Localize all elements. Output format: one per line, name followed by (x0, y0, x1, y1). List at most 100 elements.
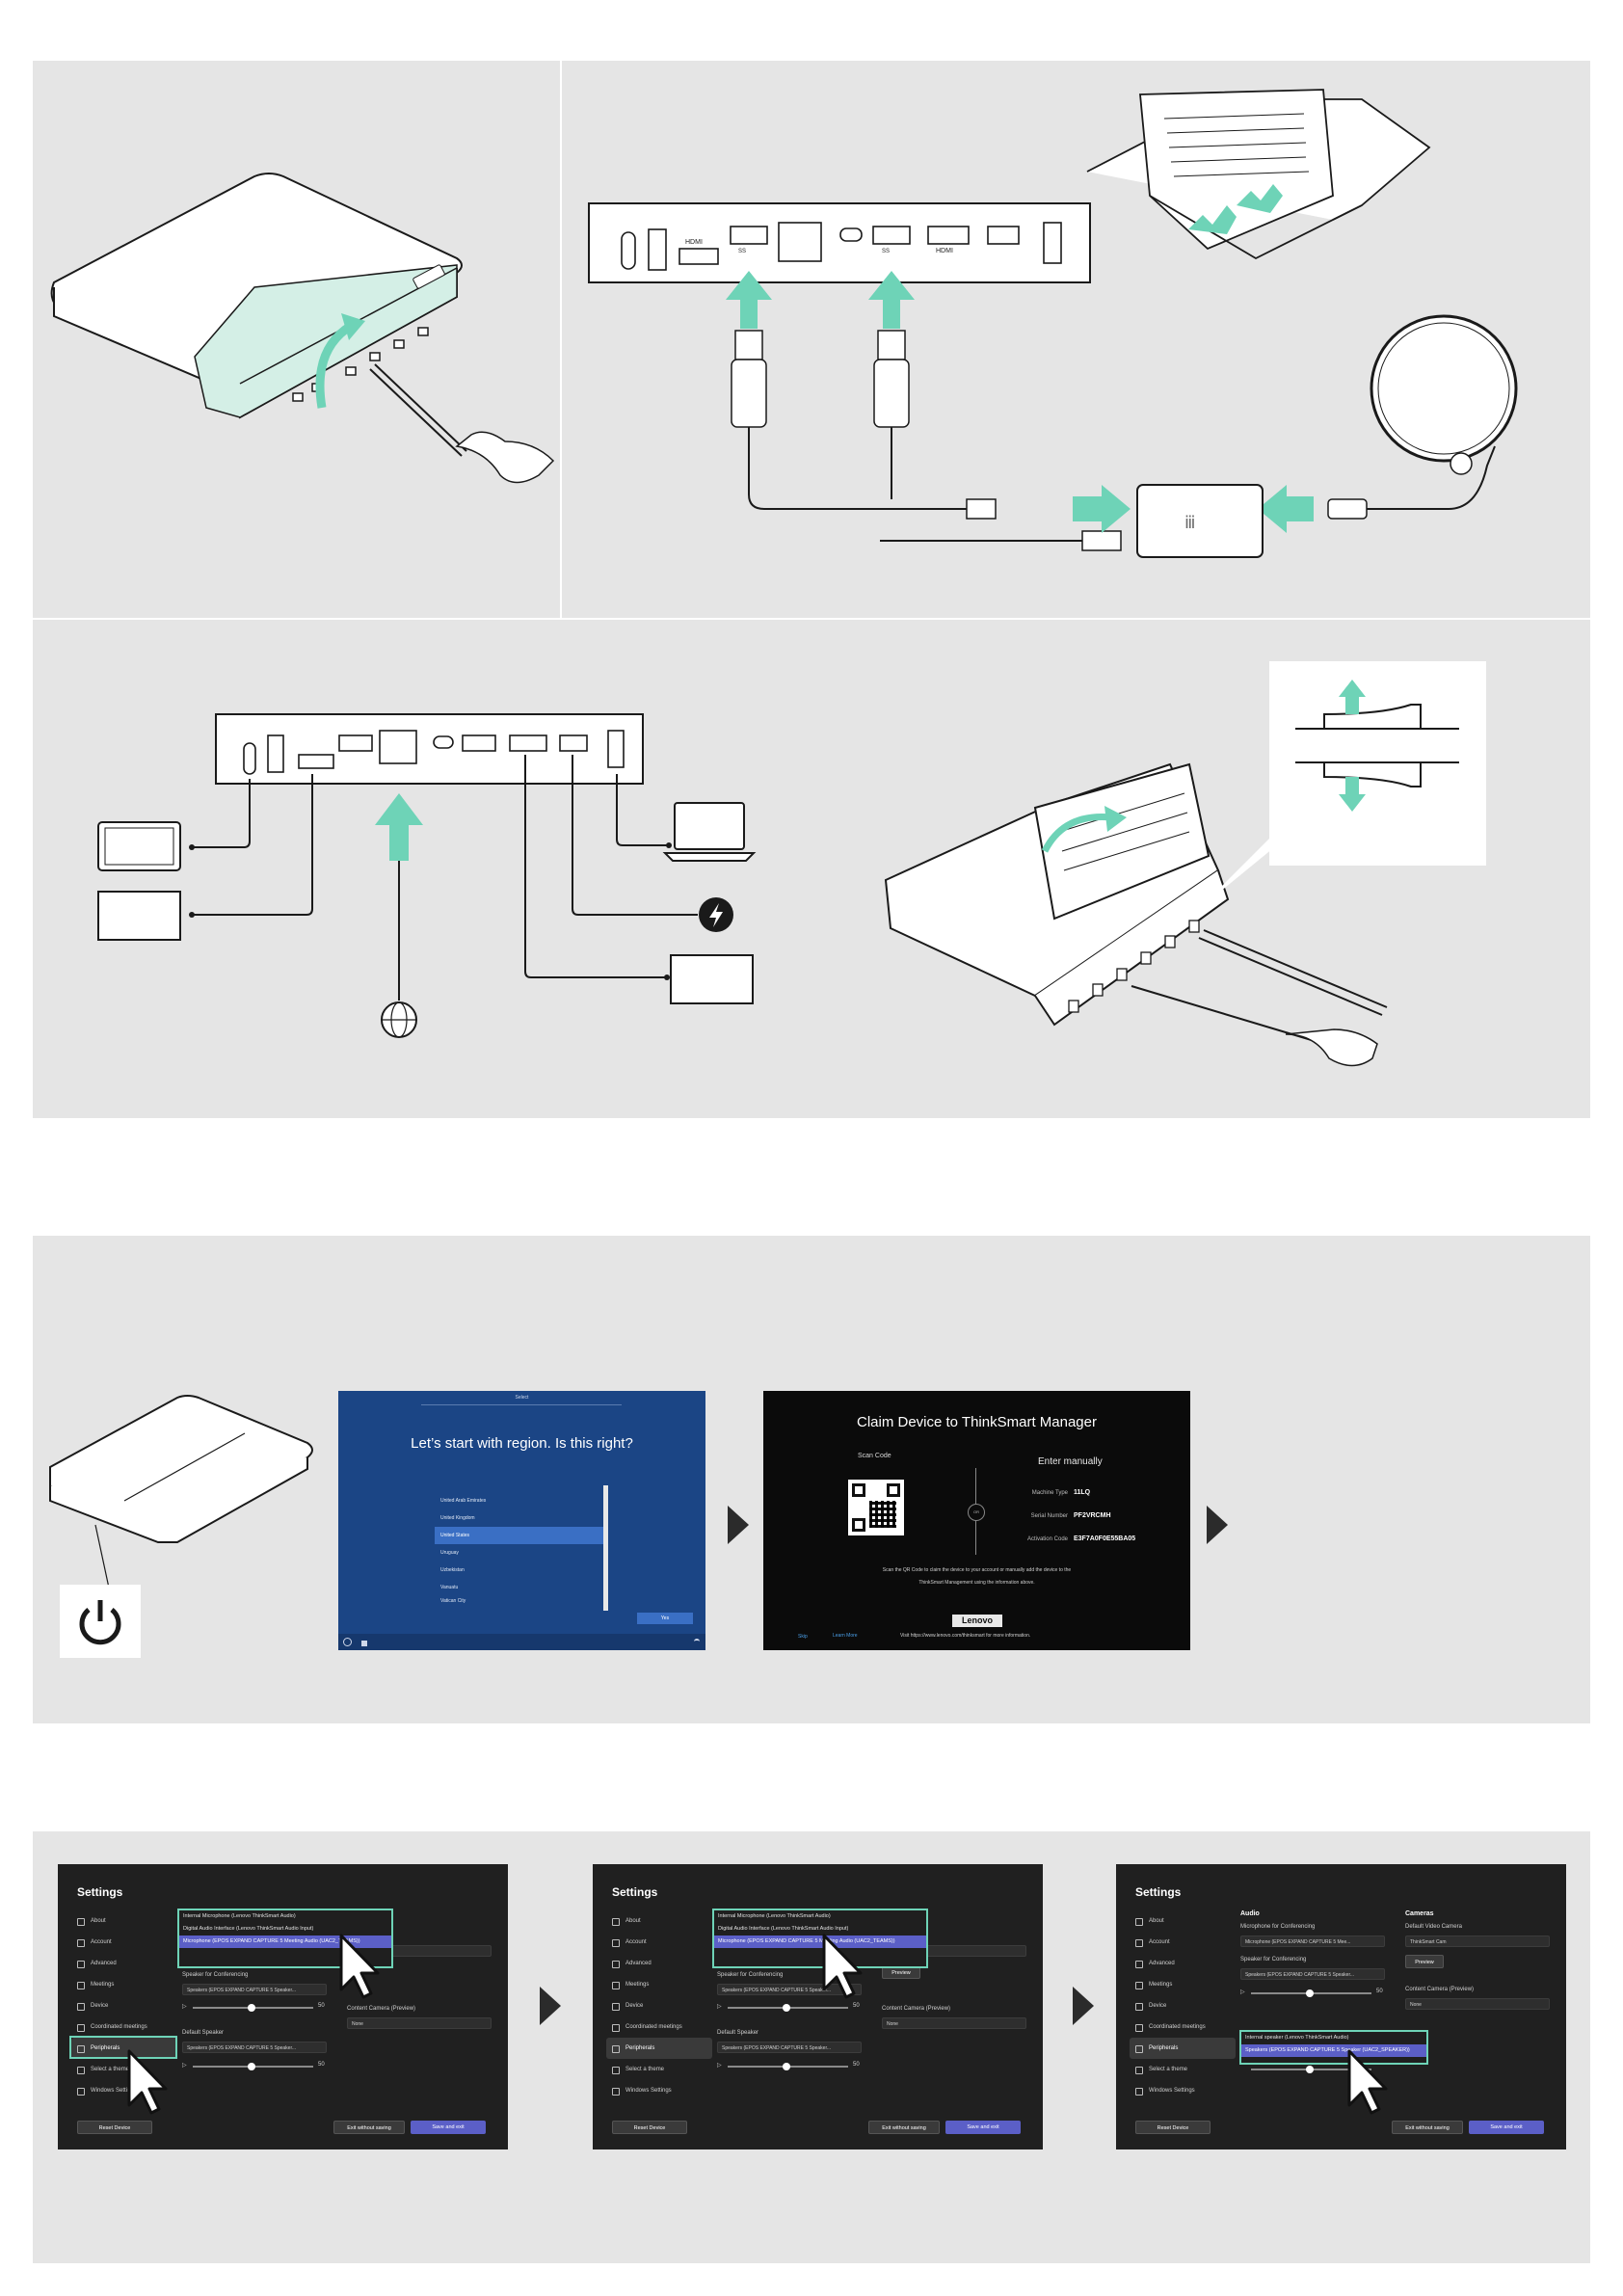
mouse-cursor-icon (337, 1932, 382, 2001)
volume-icon[interactable]: ▷ (1240, 1989, 1245, 1995)
nav-item-select-theme[interactable]: Select a theme (1130, 2059, 1236, 2080)
nav-item-device[interactable]: Device (606, 1995, 712, 2016)
nav-item-coordinated-meetings[interactable]: Coordinated meetings (606, 2016, 712, 2038)
nav-item-windows-settings[interactable]: Windows Settings (1130, 2080, 1236, 2101)
nav-item-meetings[interactable]: Meetings (71, 1974, 177, 1995)
microphone-select[interactable]: Microphone (EPOS EXPAND CAPTURE 5 Mee... (1240, 1936, 1385, 1947)
nav-item-advanced[interactable]: Advanced (1130, 1953, 1236, 1974)
sync-icon (612, 2024, 620, 2032)
nav-item-windows-settings[interactable]: Windows Settings (606, 2080, 712, 2101)
nav-item-select-theme[interactable]: Select a theme (606, 2059, 712, 2080)
list-item[interactable]: Vatican City (435, 1596, 603, 1606)
exit-without-saving-button[interactable]: Exit without saving (868, 2121, 940, 2134)
yes-button[interactable]: Yes (637, 1613, 693, 1624)
nav-label: About (625, 1918, 641, 1924)
nav-item-device[interactable]: Device (1130, 1995, 1236, 2016)
nav-item-peripherals[interactable]: Peripherals (1130, 2038, 1236, 2059)
content-camera-label: Content Camera (Preview) (882, 2006, 950, 2012)
dropdown-option-selected[interactable]: Speakers (EPOS EXPAND CAPTURE 5 Speaker … (1241, 2044, 1426, 2057)
volume-icon[interactable]: ▷ (182, 2062, 187, 2069)
default-speaker-select[interactable]: Speakers (EPOS EXPAND CAPTURE 5 Speaker.… (182, 2042, 327, 2053)
visit-text: Visit https://www.lenovo.com/thinksmart … (900, 1633, 1030, 1639)
reset-device-button[interactable]: Reset Device (1135, 2121, 1211, 2134)
device-icon (1135, 2003, 1143, 2011)
content-camera-select[interactable]: None (1405, 1998, 1550, 2010)
windows-icon (77, 2088, 85, 2096)
info-icon (1135, 1918, 1143, 1926)
device-icon (77, 2003, 85, 2011)
speaker-label: Speaker for Conferencing (182, 1972, 248, 1978)
reset-device-button[interactable]: Reset Device (612, 2121, 687, 2134)
list-item[interactable]: Uzbekistan (435, 1562, 603, 1579)
list-item[interactable]: United Arab Emirates (435, 1492, 603, 1509)
qr-code[interactable] (848, 1480, 904, 1535)
default-speaker-volume-slider[interactable] (728, 2066, 848, 2068)
region-scrollbar[interactable] (603, 1485, 608, 1611)
info-icon (77, 1918, 85, 1926)
nav-item-account[interactable]: Account (1130, 1932, 1236, 1953)
dropdown-option[interactable]: Internal Microphone (Lenovo ThinkSmart A… (179, 1910, 391, 1923)
skip-link[interactable]: Skip (798, 1634, 808, 1640)
network-icon[interactable] (694, 1639, 700, 1646)
exit-without-saving-button[interactable]: Exit without saving (333, 2121, 405, 2134)
calendar-icon (612, 1982, 620, 1989)
speaker-select[interactable]: Speakers (EPOS EXPAND CAPTURE 5 Speaker.… (182, 1984, 327, 1995)
region-list[interactable]: United Arab Emirates United Kingdom Unit… (435, 1492, 603, 1617)
oobe-region-screen: Select Let’s start with region. Is this … (338, 1391, 705, 1650)
nav-item-coordinated-meetings[interactable]: Coordinated meetings (71, 2016, 177, 2038)
list-item-selected[interactable]: United States (435, 1527, 603, 1544)
list-item[interactable]: Vanuatu (435, 1579, 603, 1596)
calendar-icon (77, 1982, 85, 1989)
nav-item-coordinated-meetings[interactable]: Coordinated meetings (1130, 2016, 1236, 2038)
nav-label: Device (91, 2003, 108, 2009)
dropdown-option[interactable]: Internal Microphone (Lenovo ThinkSmart A… (714, 1910, 926, 1923)
default-speaker-volume-value: 50 (853, 2062, 860, 2068)
nav-item-advanced[interactable]: Advanced (606, 1953, 712, 1974)
preview-button[interactable]: Preview (1405, 1955, 1444, 1968)
content-camera-select[interactable]: None (882, 2017, 1026, 2029)
accessibility-icon[interactable] (343, 1638, 352, 1646)
nav-item-account[interactable]: Account (606, 1932, 712, 1953)
nav-item-device[interactable]: Device (71, 1995, 177, 2016)
volume-icon[interactable] (361, 1641, 367, 1646)
settings-nav: About Account Advanced Meetings Device C… (606, 1910, 712, 2101)
list-item[interactable]: Uruguay (435, 1544, 603, 1562)
list-item[interactable]: United Kingdom (435, 1509, 603, 1527)
nav-item-peripherals[interactable]: Peripherals (606, 2038, 712, 2059)
nav-item-account[interactable]: Account (71, 1932, 177, 1953)
speaker-select[interactable]: Speakers (EPOS EXPAND CAPTURE 5 Speaker.… (1240, 1968, 1385, 1980)
field-value-serial-number: PF2VRCMH (1074, 1512, 1111, 1519)
content-camera-select[interactable]: None (347, 2017, 492, 2029)
reset-device-button[interactable]: Reset Device (77, 2121, 152, 2134)
speaker-volume-slider[interactable] (193, 2007, 313, 2009)
volume-icon[interactable]: ▷ (717, 2003, 722, 2010)
speaker-dropdown[interactable]: Internal speaker (Lenovo ThinkSmart Audi… (1239, 2030, 1428, 2065)
field-label-serial-number: Serial Number (1004, 1513, 1068, 1519)
nav-item-meetings[interactable]: Meetings (1130, 1974, 1236, 1995)
nav-label: Select a theme (1149, 2067, 1187, 2072)
exit-without-saving-button[interactable]: Exit without saving (1392, 2121, 1463, 2134)
nav-label: Advanced (1149, 1961, 1175, 1966)
volume-icon[interactable]: ▷ (182, 2003, 187, 2010)
save-and-exit-button[interactable]: Save and exit (1469, 2121, 1544, 2134)
save-and-exit-button[interactable]: Save and exit (411, 2121, 486, 2134)
default-speaker-select[interactable]: Speakers (EPOS EXPAND CAPTURE 5 Speaker.… (717, 2042, 862, 2053)
peripherals-icon (1135, 2045, 1143, 2053)
dropdown-option[interactable]: Internal speaker (Lenovo ThinkSmart Audi… (1241, 2032, 1426, 2044)
default-camera-select[interactable]: ThinkSmart Cam (1405, 1936, 1550, 1947)
nav-item-advanced[interactable]: Advanced (71, 1953, 177, 1974)
nav-item-about[interactable]: About (1130, 1910, 1236, 1932)
speaker-volume-slider[interactable] (1251, 1992, 1371, 1994)
info-icon (612, 1918, 620, 1926)
nav-item-about[interactable]: About (606, 1910, 712, 1932)
nav-label: About (1149, 1918, 1164, 1924)
next-step-arrow-icon (1207, 1506, 1228, 1544)
nav-item-about[interactable]: About (71, 1910, 177, 1932)
speaker-volume-slider[interactable] (728, 2007, 848, 2009)
save-and-exit-button[interactable]: Save and exit (945, 2121, 1021, 2134)
default-speaker-volume-slider[interactable] (193, 2066, 313, 2068)
nav-item-meetings[interactable]: Meetings (606, 1974, 712, 1995)
learn-more-link[interactable]: Learn More (833, 1633, 858, 1639)
volume-icon[interactable]: ▷ (717, 2062, 722, 2069)
nav-label: Peripherals (1149, 2045, 1178, 2051)
